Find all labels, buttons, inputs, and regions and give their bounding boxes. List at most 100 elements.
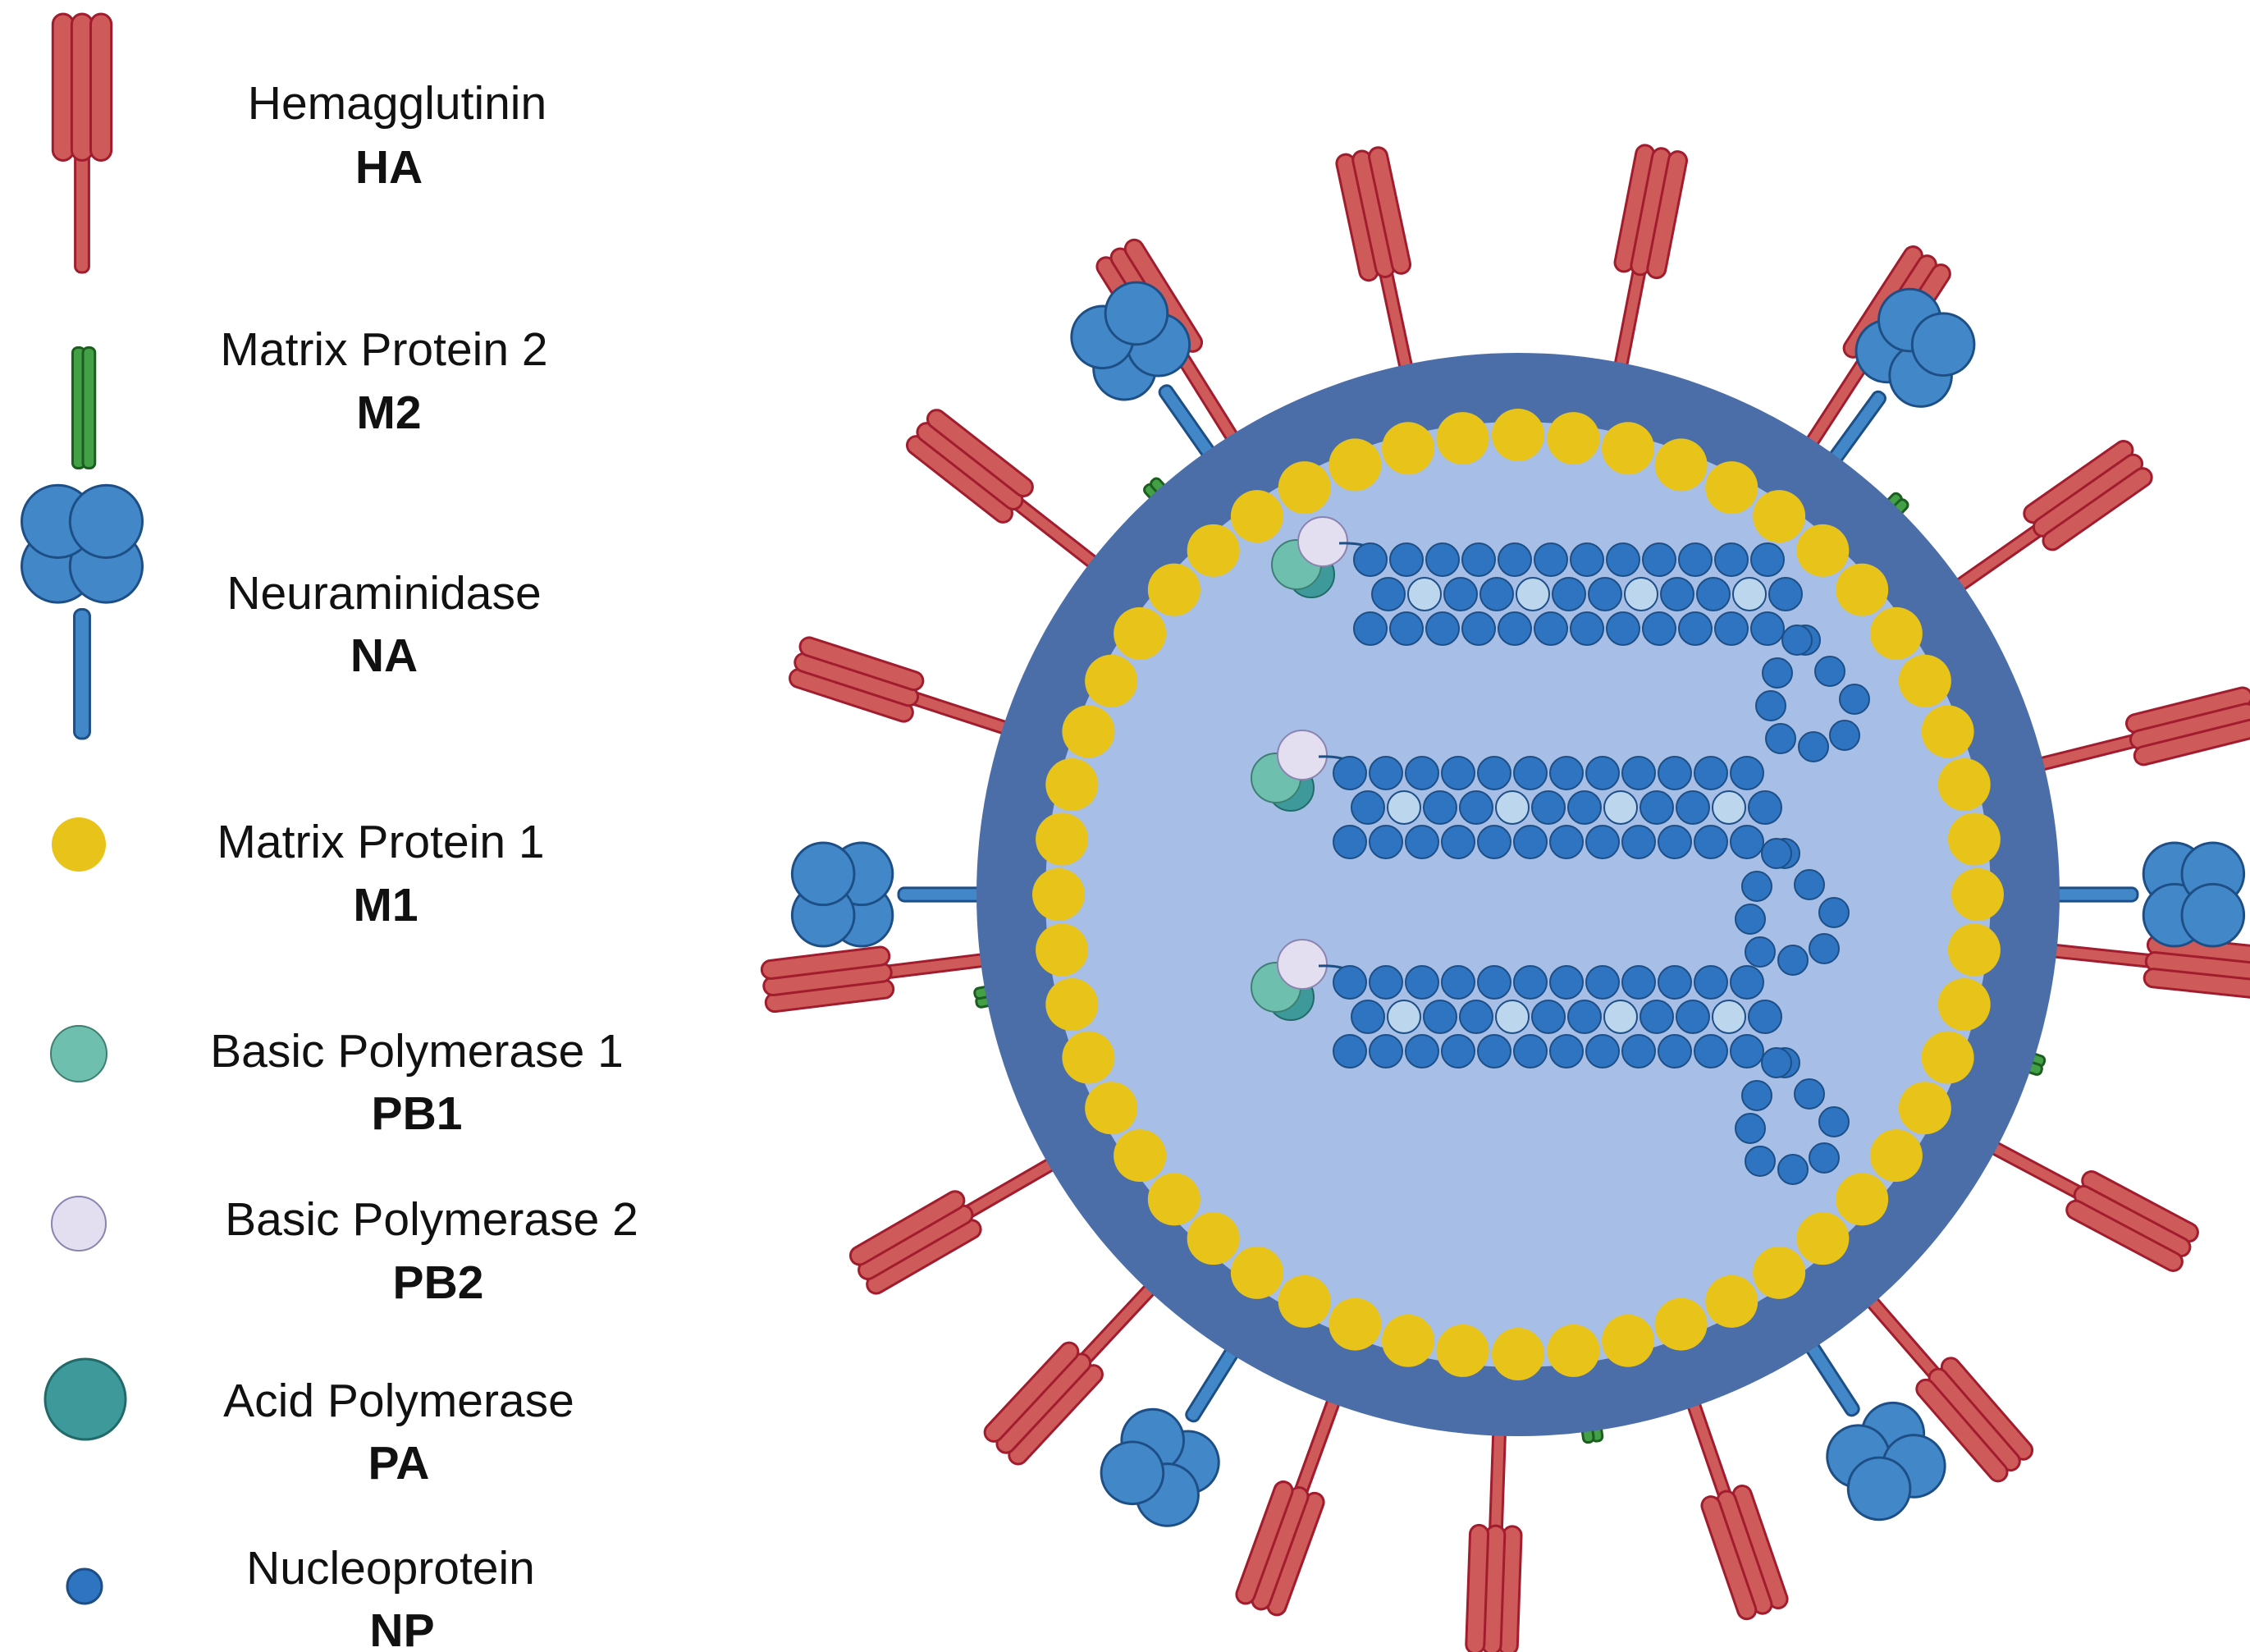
matrix-protein-1 [1062, 1031, 1115, 1084]
nucleoprotein [1405, 825, 1439, 859]
legend-abbr-m2: M2 [356, 387, 421, 439]
nucleoprotein-icon [66, 1567, 103, 1605]
m2-subunit [81, 346, 97, 469]
nucleoprotein [1606, 542, 1640, 577]
nucleoprotein [1567, 790, 1602, 825]
matrix-protein-1 [1436, 412, 1489, 465]
nucleoprotein [1694, 756, 1728, 790]
legend-name-na: Neuraminidase [226, 567, 541, 620]
nucleoprotein [1745, 1146, 1776, 1177]
rnp-complex [1251, 939, 1850, 1185]
nucleoprotein [1730, 1034, 1764, 1069]
nucleoprotein [1423, 790, 1457, 825]
hemagglutinin [1335, 146, 1414, 375]
nucleoprotein [1741, 1080, 1772, 1111]
nucleoprotein [1741, 871, 1772, 902]
matrix-protein-1 [1147, 563, 1200, 616]
matrix-protein-1 [1036, 812, 1089, 866]
legend-abbr-pa: PA [368, 1437, 430, 1490]
nucleoprotein [1387, 1000, 1421, 1034]
nucleoprotein [1748, 790, 1782, 825]
legend-name-m1: Matrix Protein 1 [217, 816, 544, 868]
neuraminidase [2025, 841, 2246, 948]
matrix-protein-1 [1602, 422, 1655, 475]
ha-subunit [1646, 150, 1688, 280]
na-globe [790, 841, 856, 907]
nucleoprotein [1351, 790, 1385, 825]
matrix-protein-1 [1492, 1328, 1544, 1380]
matrix-protein-1 [1753, 1246, 1806, 1299]
nucleoprotein [1809, 1142, 1840, 1174]
nucleoprotein [1567, 1000, 1602, 1034]
matrix-protein-1 [1230, 490, 1283, 543]
legend-abbr-ha: HA [355, 141, 423, 194]
nucleoprotein [1639, 1000, 1674, 1034]
hemagglutinin [2033, 686, 2250, 772]
ribonucleoprotein-complexes [1251, 516, 1870, 1185]
nucleoprotein [1534, 611, 1568, 646]
nucleoprotein [1694, 825, 1728, 859]
nucleoprotein [1387, 790, 1421, 825]
matrix-protein-1 [1796, 1212, 1850, 1265]
rnp-complex [1251, 730, 1850, 976]
ha-subunit [1915, 1378, 2009, 1483]
matrix-protein-1 [1921, 705, 1974, 758]
nucleoprotein [1531, 790, 1566, 825]
nucleoprotein [1585, 825, 1620, 859]
matrix-protein-1 [1045, 978, 1099, 1032]
matrix-protein-1 [1085, 1082, 1138, 1135]
neuraminidase [790, 841, 1011, 948]
nucleoprotein [1768, 577, 1803, 611]
nucleoprotein [1621, 825, 1656, 859]
nucleoprotein [1405, 1034, 1439, 1069]
matrix-protein-1 [1937, 978, 1991, 1032]
legend-name-m2: Matrix Protein 2 [220, 323, 547, 376]
ha-subunit [848, 1190, 966, 1266]
nucleoprotein [1459, 1000, 1493, 1034]
legend-abbr-np: NP [369, 1604, 434, 1652]
nucleoprotein [1603, 1000, 1638, 1034]
nucleoprotein [1735, 904, 1766, 935]
matrix-protein-1 [1547, 412, 1600, 465]
hemagglutinin [760, 945, 990, 1014]
matrix-protein-1 [1947, 923, 2001, 977]
matrix-protein-1 [1085, 654, 1138, 707]
matrix-protein-1-icon [52, 817, 106, 872]
nucleoprotein [1809, 933, 1840, 964]
nucleoprotein [1570, 542, 1604, 577]
nucleoprotein [1405, 965, 1439, 1000]
acid-polymerase-icon [43, 1357, 127, 1441]
nucleoprotein [1477, 1034, 1511, 1069]
nucleoprotein [1639, 790, 1674, 825]
matrix-protein-1 [1869, 606, 1923, 660]
matrix-protein-1 [1602, 1314, 1655, 1367]
nucleoprotein [1459, 790, 1493, 825]
nucleoprotein [1585, 1034, 1620, 1069]
nucleoprotein [1477, 825, 1511, 859]
ha-subunit [926, 409, 1034, 497]
matrix-protein-1 [1062, 705, 1115, 758]
nucleoprotein [1570, 611, 1604, 646]
hemagglutinin [1685, 1397, 1789, 1621]
nucleoprotein [1658, 756, 1692, 790]
ha-subunit [2143, 968, 2250, 1000]
matrix-protein-1 [1898, 1082, 1951, 1135]
nucleoprotein [1750, 611, 1785, 646]
nucleoprotein [1369, 1034, 1403, 1069]
ha-subunit [760, 945, 891, 980]
nucleoprotein [1495, 1000, 1530, 1034]
ha-subunit [1465, 1523, 1490, 1652]
hemagglutinin-icon [51, 12, 113, 274]
neuraminidase [1070, 281, 1231, 481]
nucleoprotein [1461, 542, 1496, 577]
nucleoprotein [1621, 965, 1656, 1000]
nucleoprotein [1658, 965, 1692, 1000]
ha-subunit [1700, 1495, 1758, 1621]
matrix-protein-1 [1381, 422, 1434, 475]
nucleoprotein [1389, 611, 1424, 646]
nucleoprotein [1495, 790, 1530, 825]
nucleoprotein [1441, 965, 1475, 1000]
matrix-protein-2-icon [71, 346, 97, 469]
legend-abbr-pb2: PB2 [393, 1256, 484, 1309]
nucleoprotein [1369, 825, 1403, 859]
